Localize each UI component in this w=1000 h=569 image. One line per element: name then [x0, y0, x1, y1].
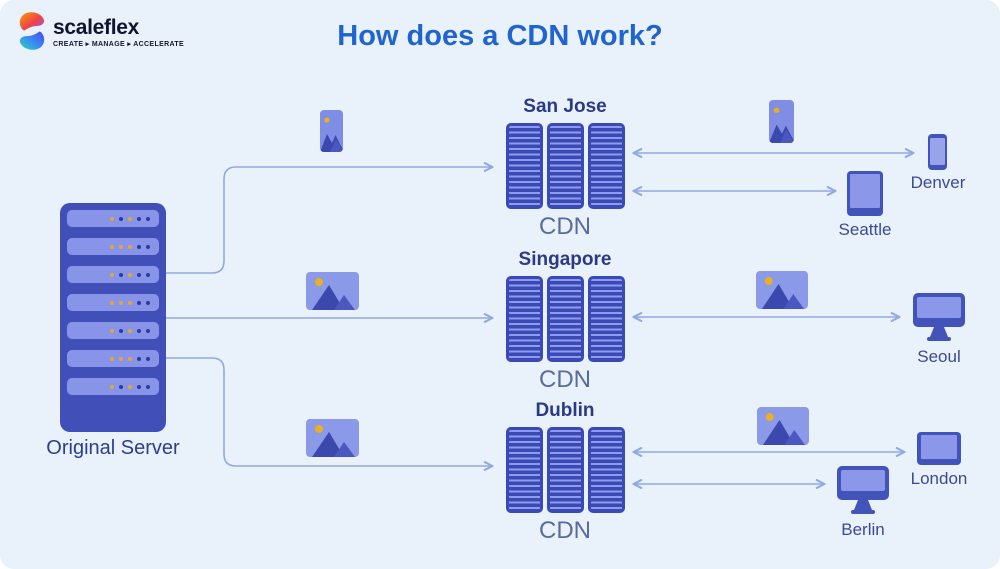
- photo-landscape-icon: [306, 272, 359, 310]
- client-label-seattle: Seattle: [838, 220, 892, 239]
- server-slot: [67, 350, 159, 367]
- cdn-caption: CDN: [539, 517, 591, 544]
- origin-server-label: Original Server: [46, 437, 180, 459]
- origin-server-icon: [60, 203, 166, 432]
- scaleflex-logo-icon: [17, 11, 47, 56]
- client-label-berlin: Berlin: [841, 520, 885, 539]
- cdn-rack-icon: [505, 123, 625, 209]
- server-slot: [67, 378, 159, 395]
- arrow-origin-to-dublin: [166, 357, 494, 471]
- logo-wordmark: scaleflex: [53, 16, 140, 39]
- client-label-seoul: Seoul: [917, 347, 961, 366]
- scaleflex-logo: scaleflex CREATE ▸ MANAGE ▸ ACCELERATE: [17, 11, 184, 56]
- page-title: How does a CDN work?: [337, 20, 663, 52]
- smartphone-icon: [928, 134, 947, 170]
- cdn-city-label: Dublin: [535, 400, 595, 421]
- cdn-rack-icon: [505, 276, 625, 362]
- server-slot: [67, 294, 159, 311]
- photo-landscape-icon: [756, 271, 808, 309]
- cdn-city-label: Singapore: [518, 249, 612, 270]
- cdn-caption: CDN: [539, 213, 591, 240]
- photo-landscape-icon: [757, 407, 809, 445]
- logo-tagline: CREATE ▸ MANAGE ▸ ACCELERATE: [53, 41, 185, 48]
- cdn-node-singapore: Singapore CDN: [485, 249, 645, 394]
- photo-landscape-icon: [306, 419, 359, 457]
- desktop-monitor-icon: [913, 293, 965, 343]
- server-slot: [67, 266, 159, 283]
- tablet-landscape-icon: [917, 432, 961, 465]
- cdn-node-san-jose: San Jose CDN: [485, 96, 645, 241]
- desktop-monitor-icon: [837, 466, 889, 516]
- server-slot: [67, 210, 159, 227]
- tablet-icon: [847, 171, 883, 216]
- photo-portrait-icon: [320, 110, 343, 152]
- cdn-city-label: San Jose: [523, 96, 607, 117]
- arrow-origin-to-sanjose: [166, 162, 494, 274]
- cdn-rack-icon: [505, 427, 625, 513]
- server-slot: [67, 322, 159, 339]
- cdn-node-dublin: Dublin CDN: [485, 400, 645, 545]
- client-label-london: London: [910, 469, 968, 488]
- cdn-caption: CDN: [539, 366, 591, 393]
- server-slot: [67, 238, 159, 255]
- photo-portrait-icon: [769, 100, 794, 143]
- client-label-denver: Denver: [910, 173, 966, 192]
